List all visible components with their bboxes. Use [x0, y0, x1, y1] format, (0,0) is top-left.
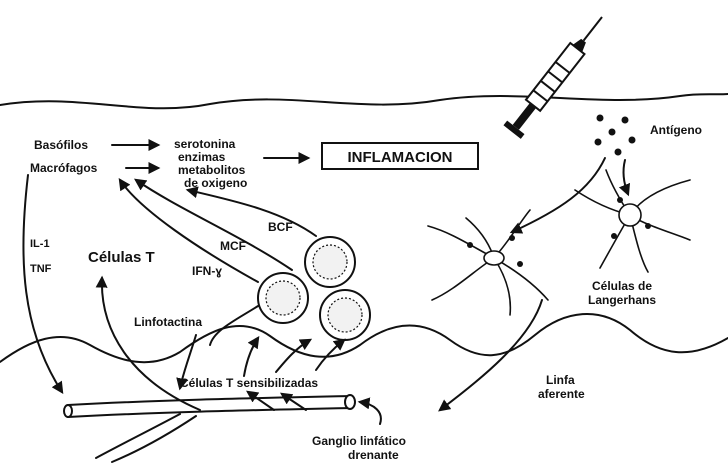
celulas-t-label: Células T	[88, 249, 155, 266]
bcf-label: BCF	[268, 220, 293, 234]
ifn-arrow	[120, 180, 258, 282]
antigen-to-langerhans-right-arrow	[624, 160, 628, 194]
syringe-icon	[503, 10, 610, 139]
langerhans-cell-left	[428, 210, 548, 315]
bcf-arrow	[188, 190, 316, 236]
lymph-vessel	[64, 395, 355, 462]
antigen-particles	[595, 115, 636, 156]
inflamacion-label: INFLAMACION	[348, 149, 453, 166]
celulas-t-arrow	[102, 278, 200, 410]
linfa-label: Linfa	[546, 373, 575, 387]
t-cell-left	[258, 273, 308, 323]
de-oxigeno-label: de oxigeno	[184, 176, 247, 190]
ganglio-label: Ganglio linfático	[312, 434, 406, 448]
t-cell-arrow-1	[244, 338, 258, 376]
basofilos-label: Basófilos	[34, 138, 88, 152]
serotonina-label: serotonina	[174, 137, 236, 151]
langerhans-label: Langerhans	[588, 293, 656, 307]
antigen-to-langerhans-left-arrow	[512, 158, 605, 232]
ganglio-arrow	[360, 402, 381, 424]
tnf-label: TNF	[30, 263, 52, 275]
t-cell-top	[305, 237, 355, 287]
celulas-de-label: Células de	[592, 279, 652, 293]
drenante-label: drenante	[348, 448, 399, 462]
antigeno-label: Antígeno	[650, 123, 702, 137]
macrofagos-label: Macrófagos	[30, 161, 98, 175]
il1-label: IL-1	[30, 238, 50, 250]
t-cell-right	[320, 290, 370, 340]
ifn-label: IFN-ɣ	[192, 264, 222, 278]
vessel-arrow-1	[248, 392, 274, 410]
metabolitos-label: metabolitos	[178, 163, 246, 177]
mcf-label: MCF	[220, 239, 246, 253]
linfotactina-label: Linfotactina	[134, 315, 202, 329]
langerhans-cell-right	[575, 170, 690, 272]
aferente-label: aferente	[538, 387, 585, 401]
enzimas-label: enzimas	[178, 150, 226, 164]
skin-surface-line	[0, 94, 728, 108]
il1-tnf-arrow	[23, 175, 62, 392]
celulas-t-sensibilizadas-label: Células T sensibilizadas	[180, 376, 318, 390]
t-cell-arrow-2	[276, 340, 310, 372]
